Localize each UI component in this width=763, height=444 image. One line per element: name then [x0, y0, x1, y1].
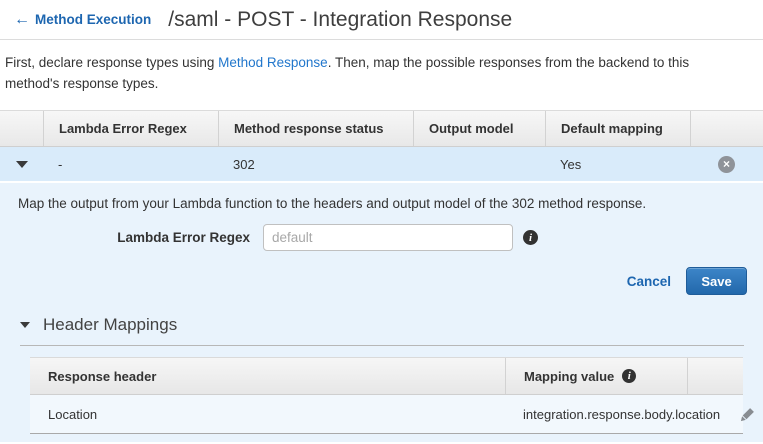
column-header-default-mapping: Default mapping: [545, 111, 690, 146]
integration-response-table: Lambda Error Regex Method response statu…: [0, 110, 763, 183]
cell-mapping-value: integration.response.body.location: [523, 406, 721, 422]
collapse-row-toggle[interactable]: [0, 160, 43, 168]
column-header-method-response-status: Method response status: [218, 111, 413, 146]
method-response-link[interactable]: Method Response: [218, 55, 328, 70]
column-header-lambda-error-regex: Lambda Error Regex: [43, 111, 218, 146]
back-link-label: Method Execution: [35, 12, 152, 27]
mapping-value-label: Mapping value: [524, 368, 615, 384]
mapping-description: Map the output from your Lambda function…: [18, 196, 647, 211]
intro-text: First, declare response types using Meth…: [5, 52, 740, 94]
save-button[interactable]: Save: [686, 267, 747, 295]
expanded-detail-panel: Map the output from your Lambda function…: [0, 183, 763, 442]
table-header-row: Lambda Error Regex Method response statu…: [0, 110, 763, 147]
lambda-error-regex-label: Lambda Error Regex: [117, 230, 250, 245]
cell-edit: [720, 406, 763, 422]
edit-mapping-pencil-icon[interactable]: [740, 406, 756, 422]
section-divider: [20, 345, 744, 346]
header-mappings-title: Header Mappings: [43, 315, 178, 334]
cancel-button[interactable]: Cancel: [626, 273, 671, 289]
back-arrow-icon: ←: [14, 10, 30, 28]
cell-lambda-error-regex: -: [58, 156, 63, 172]
top-bar: ← Method Execution /saml - POST - Integr…: [0, 0, 763, 40]
lambda-error-regex-input[interactable]: [263, 224, 513, 251]
header-mappings-toggle[interactable]: Header Mappings: [20, 315, 763, 335]
expand-column-header: [0, 111, 43, 146]
page-title: /saml - POST - Integration Response: [168, 7, 513, 31]
column-header-output-model: Output model: [413, 111, 545, 146]
collapse-arrow-icon: [15, 160, 28, 168]
lambda-error-regex-info-icon[interactable]: i: [523, 230, 538, 245]
edit-column-header: [687, 358, 743, 394]
cell-actions: ×: [690, 155, 763, 173]
cell-response-header: Location: [48, 406, 98, 422]
actions-column-header: [690, 111, 763, 146]
intro-before: First, declare response types using: [5, 55, 219, 70]
column-header-mapping-value: Mapping value i: [505, 358, 687, 394]
mapping-value-info-icon[interactable]: i: [622, 369, 637, 383]
method-execution-back-link[interactable]: ← Method Execution: [14, 10, 152, 28]
table-row[interactable]: - 302 Yes ×: [0, 147, 763, 183]
cell-method-response-status: 302: [233, 156, 255, 172]
cell-default-mapping: Yes: [560, 156, 582, 172]
delete-response-icon[interactable]: ×: [718, 155, 735, 173]
column-header-response-header: Response header: [48, 368, 157, 384]
lambda-error-regex-form-row: Lambda Error Regex i: [0, 224, 763, 251]
action-buttons-row: Cancel Save: [0, 267, 763, 295]
section-collapse-arrow-icon: [20, 322, 30, 328]
intro-after: . Then, map the possible responses from …: [5, 55, 690, 91]
header-mappings-table: Response header Mapping value i Location…: [30, 357, 754, 434]
header-mappings-header-row: Response header Mapping value i: [30, 357, 743, 395]
header-mapping-row: Location integration.response.body.locat…: [30, 395, 754, 434]
